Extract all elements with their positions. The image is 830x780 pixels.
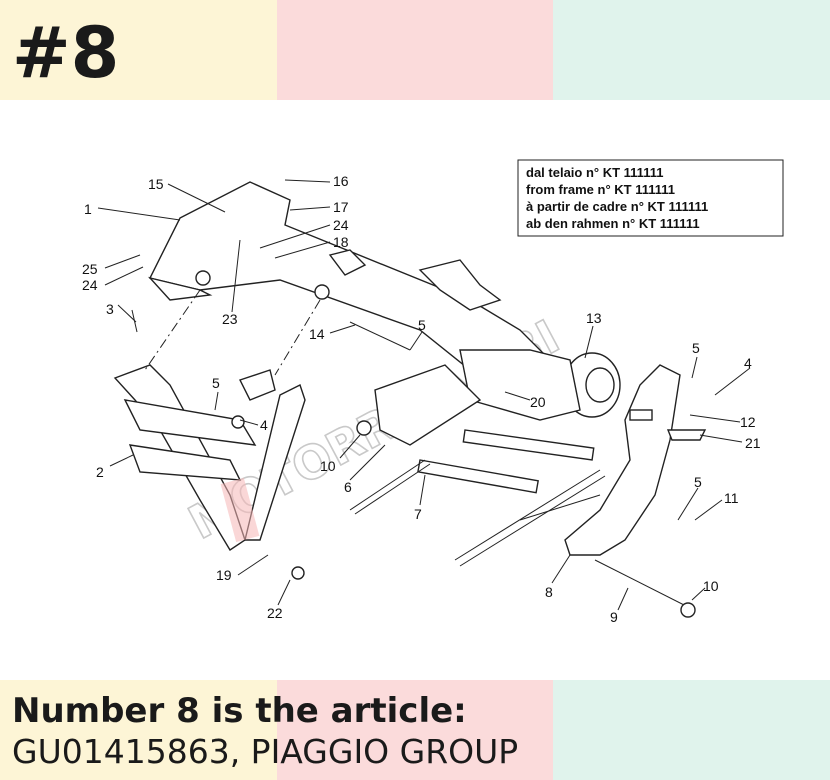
note-line-3: à partir de cadre n° KT 111111 — [526, 199, 708, 214]
callout-17: 17 — [333, 199, 349, 215]
callout-labels: 1 2 3 4 4 5 5 5 5 6 7 8 9 10 10 11 12 13… — [82, 173, 761, 625]
callout-24a: 24 — [333, 217, 349, 233]
callout-10a: 10 — [320, 458, 336, 474]
callout-19: 19 — [216, 567, 232, 583]
callout-24b: 24 — [82, 277, 98, 293]
callout-7: 7 — [414, 506, 422, 522]
callout-11: 11 — [724, 490, 739, 506]
article-code: GU01415863, PIAGGIO GROUP — [12, 732, 519, 771]
leader-lines — [97, 179, 751, 611]
callout-5b: 5 — [418, 317, 426, 333]
rods-and-bolts — [131, 309, 696, 618]
callout-18: 18 — [333, 234, 349, 250]
callout-6: 6 — [344, 479, 352, 495]
callout-23: 23 — [222, 311, 238, 327]
callout-9: 9 — [610, 609, 618, 625]
callout-22: 22 — [267, 605, 283, 621]
callout-14: 14 — [309, 326, 325, 342]
note-line-2: from frame n° KT 111111 — [526, 182, 675, 197]
callout-5d: 5 — [694, 474, 702, 490]
callout-12: 12 — [740, 414, 756, 430]
exploded-parts-diagram: MOTORRICAMBI dal telaio n° KT 111111 fro… — [82, 159, 784, 625]
callout-10b: 10 — [703, 578, 719, 594]
callout-15: 15 — [148, 176, 164, 192]
callout-20: 20 — [530, 394, 546, 410]
footer-color-band — [0, 680, 830, 780]
callout-2: 2 — [96, 464, 104, 480]
callout-5a: 5 — [212, 375, 220, 391]
callout-1: 1 — [84, 201, 92, 217]
callout-21: 21 — [745, 435, 761, 451]
callout-5c: 5 — [692, 340, 700, 356]
note-line-4: ab den rahmen n° KT 111111 — [526, 216, 700, 231]
article-caption: Number 8 is the article: — [12, 691, 467, 731]
callout-4b: 4 — [744, 355, 752, 371]
callout-13: 13 — [586, 310, 602, 326]
callout-25: 25 — [82, 261, 98, 277]
header-color-band — [0, 0, 830, 100]
frame-number-note: dal telaio n° KT 111111 from frame n° KT… — [517, 159, 784, 237]
callout-4a: 4 — [260, 417, 268, 433]
callout-16: 16 — [333, 173, 349, 189]
part-number-heading: #8 — [12, 12, 120, 94]
callout-8: 8 — [545, 584, 553, 600]
main-frame — [147, 181, 562, 401]
note-line-1: dal telaio n° KT 111111 — [526, 165, 663, 180]
suspension-arms — [349, 364, 606, 567]
front-subframe — [113, 364, 306, 551]
callout-3: 3 — [106, 301, 114, 317]
